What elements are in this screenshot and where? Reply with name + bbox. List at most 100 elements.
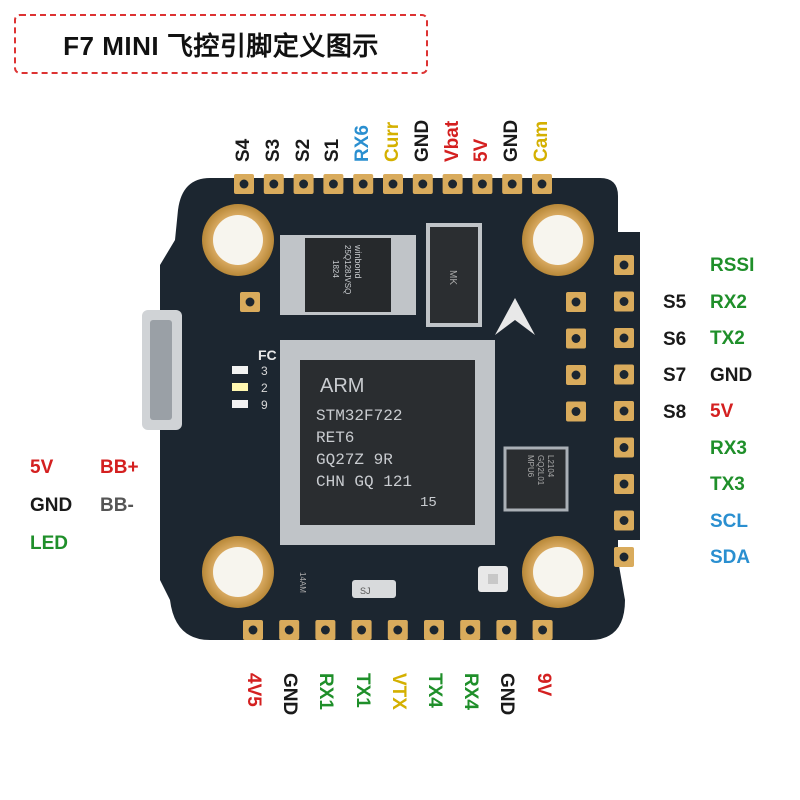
mcu-text-4: CHN GQ 121 [316,473,412,491]
label-top-pin-6: GND [411,119,433,162]
label-right-inner-pin-0: S5 [663,292,687,313]
label-top-pin-2: S2 [292,138,314,162]
pad-top-5-hole [388,179,398,189]
orientation-arrow [495,298,535,335]
label-right-pin-1: RX2 [710,291,747,313]
mount-hole-bottom-right [522,536,594,608]
label-bottom-pin-5: TX4 [424,673,445,708]
label-right-pin-3: GND [710,364,753,386]
label-right-inner-pin-1: S6 [663,328,687,350]
mcu-text-0: ARM [320,375,364,397]
mount-hole-top-right [522,204,594,276]
pad-top-10-hole [537,179,547,189]
flash-text-1: 25Q128JVSQ [343,245,352,294]
led-number-1: 2 [261,381,268,395]
imu-text-0: MPU6 [526,455,535,478]
label-left-pin-0: 5V [30,457,54,478]
pad-bottom-5-hole [429,625,439,635]
label-left-inner-pin-0: BB+ [100,457,139,478]
pad-top-8-hole [477,179,487,189]
label-right-pin-2: TX2 [710,328,745,349]
label-bottom-pin-2: RX1 [315,673,337,710]
flash-chip: winbond 25Q128JVSQ 1824 [280,235,416,315]
led-number-0: 3 [261,364,268,378]
diagram-title: F7 MINI 飞控引脚定义图示 [63,30,379,61]
mount-hole-top-left [202,204,274,276]
label-left-pin-1: GND [30,495,73,516]
pad-right-0-hole [619,260,629,270]
label-bottom-pin-7: GND [496,673,518,716]
diode-component: MK [426,223,482,327]
imu-text-1: GQ2L01 [536,455,545,486]
pad-right-6-hole [619,479,629,489]
pad-bottom-4-hole [393,625,403,635]
mcu-text-3: GQ27Z 9R [316,451,393,469]
board-marking: 14AM [298,572,307,593]
pad-top-2-hole [299,179,309,189]
fc-label: FC [258,347,277,363]
label-top-pin-10: Cam [531,120,552,162]
label-top-pin-4: RX6 [352,125,374,162]
led-3 [232,366,248,374]
label-right-pin-5: RX3 [710,437,747,459]
led-2 [232,383,248,391]
label-right-pin-4: 5V [710,401,734,422]
label-top-pin-1: S3 [262,138,284,162]
label-right-pin-7: SCL [710,510,748,532]
pad-right-7-hole [619,516,629,525]
label-right-inner-pin-3: S8 [663,401,687,423]
pad-right-3-hole [619,370,629,379]
pad-top-9-hole [507,179,517,189]
mcu-text-5: 15 [420,495,437,511]
label-right-pin-8: SDA [710,547,751,568]
diode-text: MK [447,270,458,285]
imu-chip: MPU6 GQ2L01 L2104 [503,446,569,512]
label-right-pin-6: TX3 [710,474,745,495]
label-bottom-pin-0: 4V5 [243,673,264,707]
label-top-pin-5: Curr [382,121,403,162]
label-left-inner-pin-1: BB- [100,495,134,516]
barometer-port [488,574,498,584]
pad-bottom-0-hole [248,625,258,635]
pad-top-1-hole [269,179,279,189]
pad-left-small-0-hole [245,297,255,307]
label-top-pin-7: Vbat [441,120,463,162]
pad-bottom-3-hole [357,625,367,635]
label-bottom-pin-4: VTX [387,673,409,710]
pad-right-2-hole [619,333,629,343]
label-top-pin-8: 5V [471,138,493,162]
pad-right-inner-2-hole [571,370,581,380]
flash-text-0: winbond [353,244,363,279]
label-left-pin-2: LED [30,533,68,554]
label-top-pin-0: S4 [233,138,254,162]
label-bottom-pin-3: TX1 [351,673,373,708]
pad-right-4-hole [619,406,629,416]
label-bottom-pin-6: RX4 [460,673,482,710]
imu-text-2: L2104 [546,455,555,478]
pad-bottom-2-hole [320,625,330,635]
pad-bottom-7-hole [501,625,511,635]
mount-hole-bottom-left [202,536,274,608]
pad-top-3-hole [328,179,338,189]
pad-top-0-hole [239,179,249,189]
pad-right-8-hole [619,552,629,562]
crystal-text: SJ [360,586,371,596]
pad-right-inner-0-hole [571,297,581,307]
pad-right-inner-3-hole [571,407,581,416]
label-right-pin-0: RSSI [710,255,755,276]
label-top-pin-9: GND [501,119,523,162]
label-right-inner-pin-2: S7 [663,365,687,386]
mcu-chip: ARM STM32F722 RET6 GQ27Z 9R CHN GQ 121 1… [280,340,495,545]
led-9 [232,400,248,408]
pad-bottom-8-hole [538,625,548,635]
title-box: F7 MINI 飞控引脚定义图示 [14,14,428,74]
flash-text-2: 1824 [331,260,340,278]
pad-bottom-1-hole [284,625,294,635]
led-number-2: 9 [261,398,268,412]
usb-port-inner [150,320,172,420]
label-bottom-pin-1: GND [279,673,301,716]
pad-top-7-hole [448,179,458,189]
pad-top-4-hole [358,179,368,189]
mcu-text-2: RET6 [316,429,354,447]
